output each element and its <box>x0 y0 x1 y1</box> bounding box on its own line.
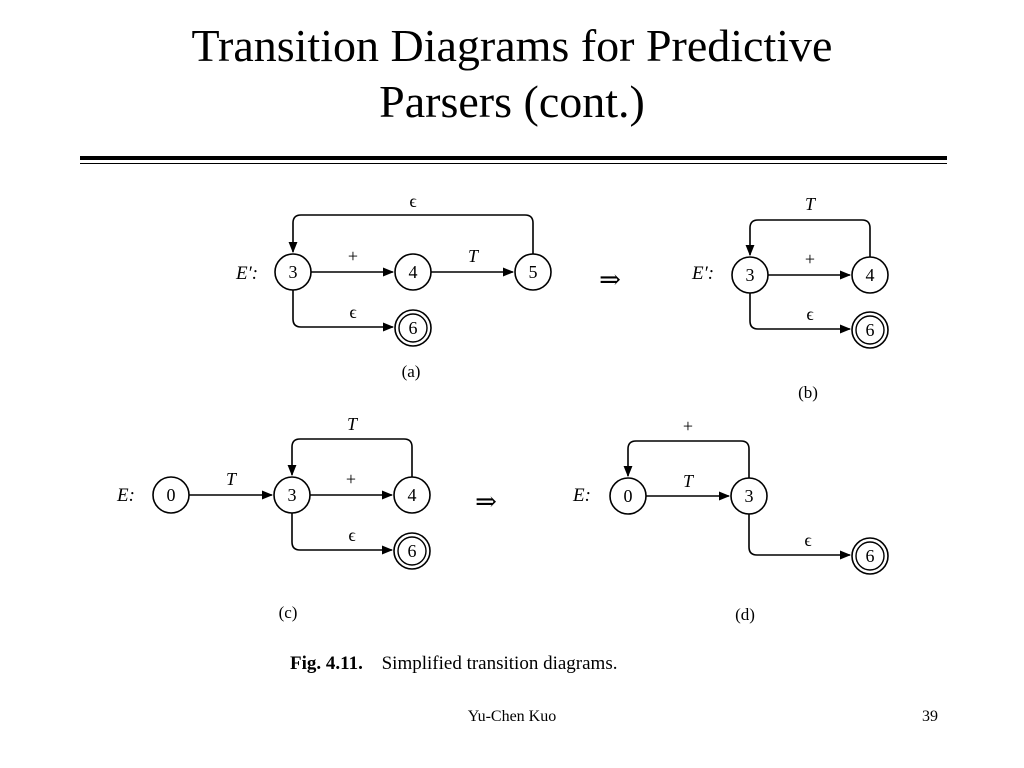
diagram-d-edge-3-6 <box>748 514 852 560</box>
diagram-b-edge-3-6 <box>749 293 852 334</box>
diagram-c-edge-3-6 <box>291 513 394 555</box>
diagram-c-state-6-inner <box>397 536 427 566</box>
diagram-c-state-4-label: 4 <box>408 485 417 505</box>
slide-title: Transition Diagrams for Predictive Parse… <box>0 18 1024 130</box>
figure-caption-label: Fig. 4.11. <box>290 653 363 674</box>
diagram-c-edge-3-4-label: + <box>346 469 356 489</box>
title-rule-thin <box>80 163 947 164</box>
diagram-d-edge-3-0-label: + <box>683 416 693 436</box>
footer-author: Yu-Chen Kuo <box>467 708 557 725</box>
diagram-d-sublabel: (d) <box>735 605 755 624</box>
diagram-a-edge-5-3-label: ϵ <box>409 191 416 211</box>
diagram-b-name: E′: <box>691 263 714 284</box>
diagram-a-edge-3-4-label: + <box>348 246 358 266</box>
diagram-b-edge-3-4-label: + <box>805 249 815 269</box>
diagram-b: E′: 3 4 6 + T ϵ (b) <box>691 194 889 402</box>
diagram-d-edge-0-3-label: T <box>683 471 695 491</box>
diagram-a-edge-4-5-label: T <box>468 246 480 266</box>
diagram-c-state-6-outer <box>393 532 431 570</box>
diagram-b-state-6-outer <box>851 311 889 349</box>
diagram-a-edge-3-6 <box>292 290 395 332</box>
slide-title-line-1: Transition Diagrams for Predictive <box>191 20 833 71</box>
figure-caption-text: Simplified transition diagrams. <box>382 653 618 674</box>
diagram-d-state-6-label: 6 <box>866 546 875 566</box>
diagram-a-edge-5-3 <box>288 214 534 254</box>
transform-arrow-bottom: ⇒ <box>475 487 497 516</box>
diagram-c-name: E: <box>116 485 135 506</box>
title-rule-thick <box>80 156 947 160</box>
diagram-c-state-3-label: 3 <box>288 485 297 505</box>
diagram-b-edge-3-6-label: ϵ <box>806 304 813 324</box>
diagram-c-sublabel: (c) <box>279 603 298 622</box>
diagram-a-state-6-label: 6 <box>409 318 418 338</box>
diagram-b-edge-4-3 <box>745 219 871 257</box>
diagram-b-state-6-inner <box>855 315 885 345</box>
footer-page-number: 39 <box>922 708 938 725</box>
diagram-a-state-6-inner <box>398 313 428 343</box>
diagram-b-state-3-label: 3 <box>746 265 755 285</box>
diagram-c-edge-3-6-label: ϵ <box>348 525 355 545</box>
diagram-b-state-6-label: 6 <box>866 320 875 340</box>
diagram-c-edge-4-3 <box>287 438 413 477</box>
diagram-b-state-4-label: 4 <box>866 265 875 285</box>
diagram-b-edge-4-3-label: T <box>805 194 817 214</box>
diagram-c-edge-4-3-label: T <box>347 414 359 434</box>
figure-caption: Fig. 4.11. Simplified transition diagram… <box>290 653 617 674</box>
transform-arrow-top: ⇒ <box>599 265 621 294</box>
diagram-a-state-4-label: 4 <box>409 262 418 282</box>
diagram-d: E: 0 3 6 T + ϵ (d) <box>572 416 889 624</box>
diagram-b-sublabel: (b) <box>798 383 818 402</box>
diagram-a-state-3-label: 3 <box>289 262 298 282</box>
diagram-c: E: 0 3 4 6 T + T ϵ (c) <box>116 414 431 622</box>
diagram-d-state-3-label: 3 <box>745 486 754 506</box>
diagram-a-state-6-outer <box>394 309 432 347</box>
diagram-d-state-0-label: 0 <box>624 486 633 506</box>
diagram-a: E′: 3 4 5 6 + T ϵ ϵ (a) <box>235 191 552 381</box>
diagram-c-state-0-label: 0 <box>167 485 176 505</box>
diagram-d-edge-3-0 <box>623 440 750 478</box>
diagram-d-name: E: <box>572 485 591 506</box>
diagram-a-sublabel: (a) <box>402 362 421 381</box>
diagram-a-name: E′: <box>235 263 258 284</box>
diagram-d-state-6-inner <box>855 541 885 571</box>
diagram-c-state-6-label: 6 <box>408 541 417 561</box>
diagram-a-edge-3-6-label: ϵ <box>349 302 356 322</box>
diagram-d-state-6-outer <box>851 537 889 575</box>
diagram-c-edge-0-3-label: T <box>226 469 238 489</box>
diagram-d-edge-3-6-label: ϵ <box>804 530 811 550</box>
slide-title-line-2: Parsers (cont.) <box>379 76 645 127</box>
diagram-a-state-5-label: 5 <box>529 262 538 282</box>
